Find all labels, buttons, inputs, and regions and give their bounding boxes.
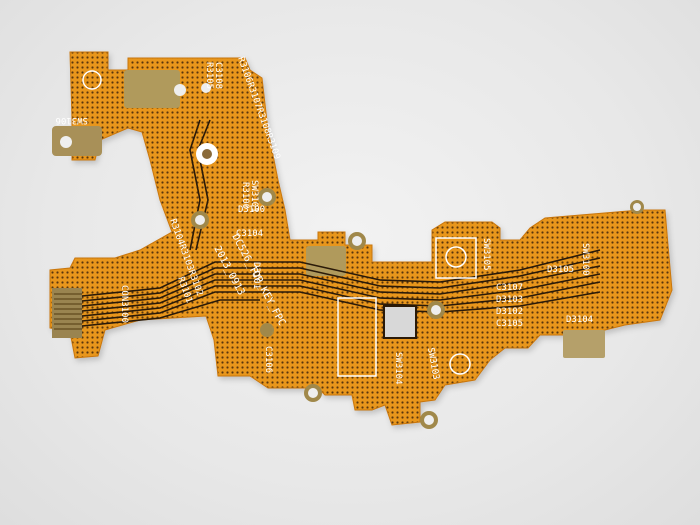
label-d3100: D3100 bbox=[238, 205, 265, 215]
label-c3105: C3105 bbox=[496, 319, 523, 329]
mounting-holes bbox=[174, 83, 644, 429]
label-sw3100: SW3100 bbox=[580, 243, 590, 276]
label-d3104: D3104 bbox=[566, 315, 593, 325]
label-sw3101: SW3101 bbox=[249, 180, 259, 213]
label-d3105: D3105 bbox=[547, 265, 574, 275]
label-c3107: C3107 bbox=[496, 283, 523, 293]
label-d3103: D3103 bbox=[496, 295, 523, 305]
center-cutout bbox=[383, 305, 417, 339]
label-sw3106: SW3106 bbox=[55, 115, 88, 125]
label-c3106: C3106 bbox=[263, 346, 273, 373]
copper-traces bbox=[81, 119, 601, 327]
label-r3100: R3100 bbox=[240, 182, 250, 209]
switch-footprints bbox=[82, 70, 477, 377]
label-sw3104: SW3104 bbox=[393, 352, 403, 385]
label-d3102: D3102 bbox=[496, 307, 523, 317]
label-c3108: C3108 bbox=[213, 62, 223, 89]
label-con3100: CON3100 bbox=[119, 285, 129, 323]
label-c3104: C3104 bbox=[236, 229, 263, 239]
label-r3105: R3105 bbox=[204, 62, 214, 89]
connector-fingers bbox=[54, 293, 82, 330]
label-d3101: D3101 bbox=[251, 262, 261, 289]
label-sw3105: SW3105 bbox=[481, 238, 491, 271]
